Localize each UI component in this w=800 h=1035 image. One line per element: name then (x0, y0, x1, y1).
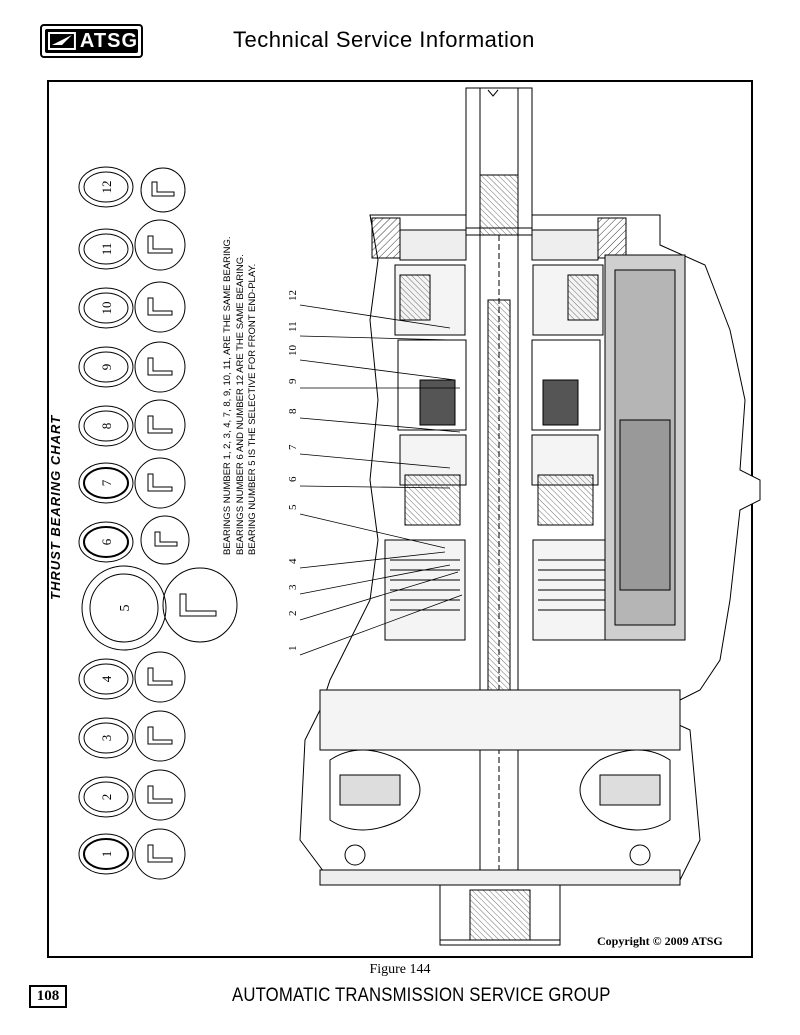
bearing-label-11: 11 (99, 243, 114, 256)
housing-outline (299, 214, 761, 946)
bearing-label-10: 10 (99, 302, 114, 315)
bearing-label-7: 7 (99, 479, 114, 486)
callout-numbers: 12 11 10 9 8 7 6 5 4 3 2 1 (287, 290, 299, 651)
bearing-label-6: 6 (99, 538, 114, 545)
callouts (299, 304, 463, 656)
callout-9: 9 (287, 378, 299, 384)
footer-company: AUTOMATIC TRANSMISSION SERVICE GROUP (232, 985, 611, 1006)
page-title: Technical Service Information (233, 27, 535, 52)
page-number: 108 (29, 985, 67, 1008)
bearing-9: 9 (78, 341, 186, 393)
callout-12: 12 (287, 290, 299, 301)
bearing-label-12: 12 (99, 181, 114, 194)
bearing-5: 5 (81, 565, 238, 651)
bearing-label-8: 8 (99, 423, 114, 430)
callout-6: 6 (287, 476, 299, 482)
callout-10: 10 (287, 345, 299, 357)
bearing-label-5: 5 (118, 605, 133, 612)
bearing-label-1: 1 (99, 851, 114, 858)
bearing-label-2: 2 (99, 794, 114, 801)
bearing-10: 10 (78, 281, 186, 333)
callout-1: 1 (287, 646, 299, 652)
bearing-6: 6 (78, 515, 190, 565)
figure-caption: Figure 144 (369, 962, 431, 977)
logo-checkmark-icon (48, 32, 76, 50)
callout-7: 7 (287, 444, 299, 450)
bearing-8: 8 (78, 399, 186, 451)
logo-text: ATSG (79, 29, 138, 52)
bearing-3: 3 (78, 710, 186, 762)
callout-8: 8 (287, 408, 299, 414)
bearing-chart: 12 11 10 9 8 7 (78, 166, 238, 880)
bearing-12: 12 (78, 166, 186, 213)
bearing-label-4: 4 (99, 675, 114, 682)
copyright-notice: Copyright © 2009 ATSG (597, 934, 723, 948)
bearing-label-9: 9 (99, 364, 114, 371)
bearing-1: 1 (78, 828, 186, 880)
bearing-2: 2 (78, 769, 186, 821)
callout-5: 5 (287, 504, 299, 510)
bearing-7: 7 (78, 457, 186, 509)
figure-frame (47, 80, 753, 958)
atsg-logo: ATSG (40, 24, 143, 58)
callout-4: 4 (287, 558, 299, 564)
bearing-4: 4 (78, 651, 186, 703)
bearing-11: 11 (78, 219, 186, 271)
callout-11: 11 (287, 321, 299, 332)
bearing-label-3: 3 (99, 735, 114, 742)
transmission-cross-section (299, 87, 761, 946)
callout-2: 2 (287, 611, 299, 617)
callout-3: 3 (287, 584, 299, 590)
